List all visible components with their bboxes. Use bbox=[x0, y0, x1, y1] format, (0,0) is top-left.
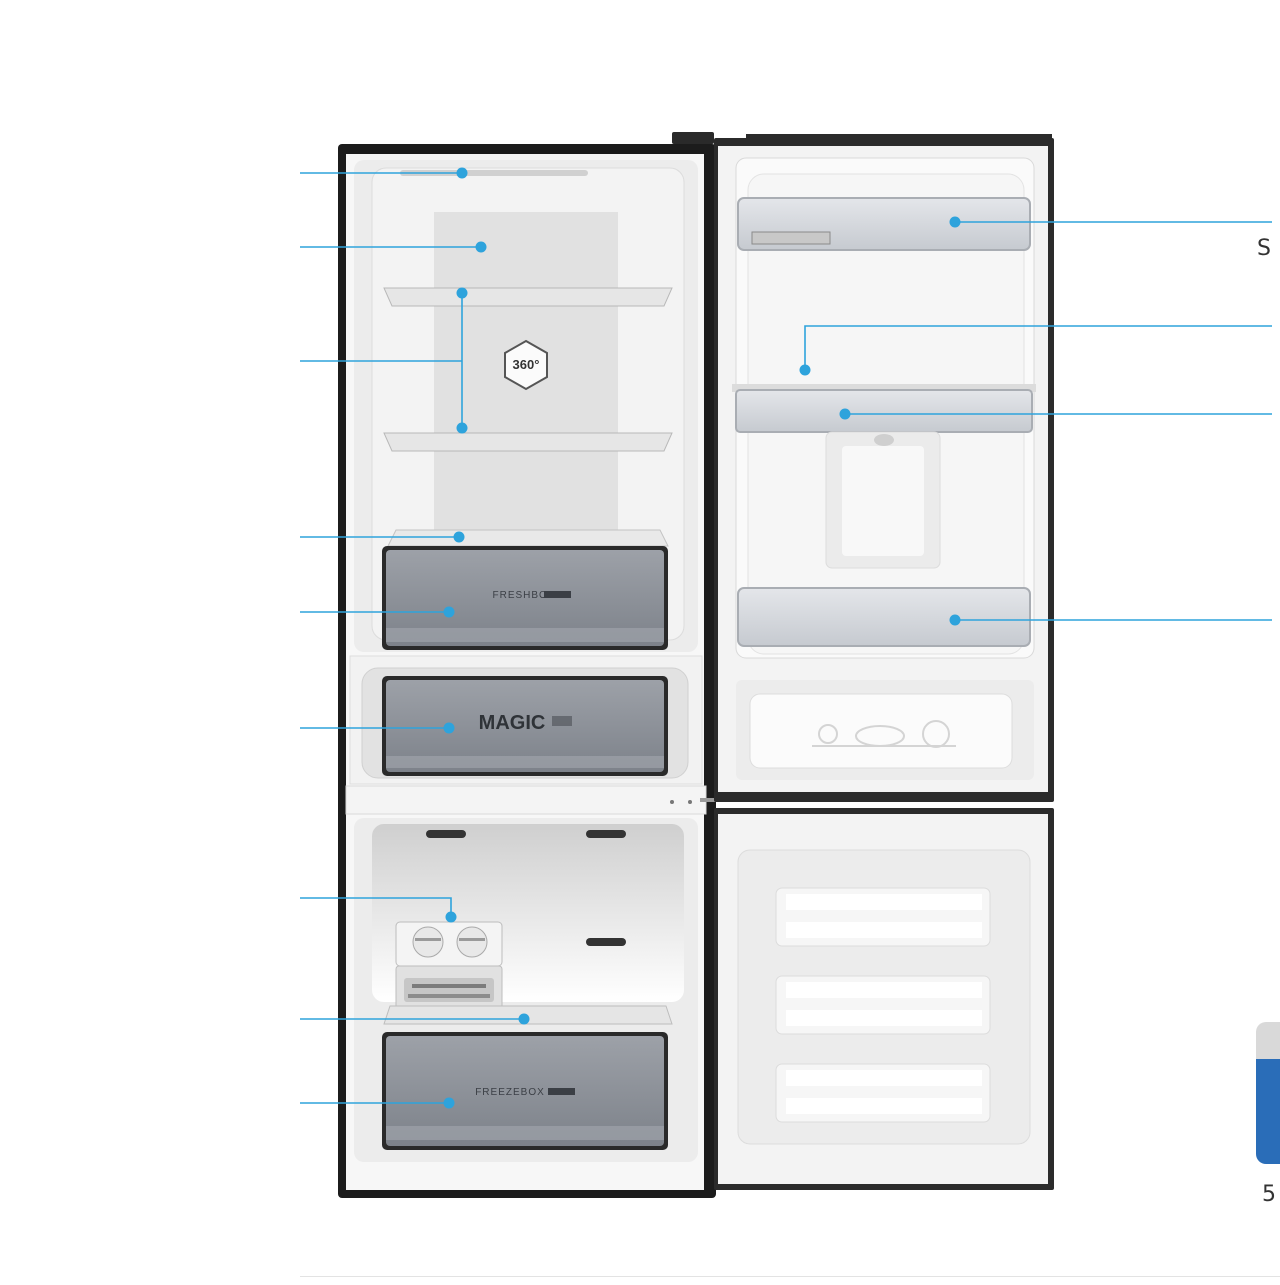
callout-dot-left-7 bbox=[445, 911, 457, 923]
freezebox-label: FREEZEBOX bbox=[475, 1087, 545, 1098]
edge-text-right-top: S bbox=[1257, 236, 1271, 261]
callout-dot-left-3b bbox=[456, 422, 468, 434]
magic-label: MAGIC bbox=[479, 712, 546, 734]
corner-badge bbox=[1256, 1022, 1280, 1164]
glass-shelf-upper bbox=[383, 287, 673, 307]
food-icons bbox=[736, 680, 1034, 780]
callout-dot-left-5 bbox=[443, 606, 455, 618]
cooling-360-icon: 360° bbox=[504, 339, 548, 391]
edge-text-right-bottom: 5 bbox=[1262, 1182, 1276, 1207]
door-bin-middle bbox=[732, 384, 1036, 433]
freezebox-drawer: FREEZEBOX bbox=[382, 1032, 668, 1150]
callout-dot-left-8 bbox=[518, 1013, 530, 1025]
callout-dot-left-3a bbox=[456, 287, 468, 299]
callout-dot-right-1 bbox=[949, 216, 961, 228]
water-dispenser bbox=[825, 431, 941, 569]
door-bin-top bbox=[737, 197, 1031, 251]
freshbox-drawer: FRESHBOX bbox=[382, 546, 668, 650]
callout-line-left-7 bbox=[300, 897, 452, 917]
callout-dot-left-2 bbox=[475, 241, 487, 253]
bottom-rule bbox=[300, 1276, 1280, 1277]
callout-line-right-2 bbox=[804, 325, 1272, 370]
callout-dot-right-4 bbox=[949, 614, 961, 626]
callout-dot-left-9 bbox=[443, 1097, 455, 1109]
freshbox-label: FRESHBOX bbox=[492, 590, 555, 601]
fridge-door bbox=[714, 134, 1054, 1190]
callout-dot-right-2 bbox=[799, 364, 811, 376]
callout-dot-left-6 bbox=[443, 722, 455, 734]
crisper-cover bbox=[387, 529, 669, 547]
callout-lines bbox=[300, 172, 1272, 1104]
callout-dot-left-4 bbox=[453, 531, 465, 543]
door-bin-bottom bbox=[737, 587, 1031, 647]
callout-dots bbox=[443, 167, 961, 1109]
fridge-cabinet: 360° FRESHBOX MAGIC bbox=[338, 132, 734, 1198]
callout-dot-left-1 bbox=[456, 167, 468, 179]
glass-shelf-lower bbox=[383, 432, 673, 452]
magic-drawer: MAGIC bbox=[349, 655, 703, 785]
ice-tray-icon bbox=[395, 921, 503, 1011]
cooling-badge-label: 360° bbox=[513, 357, 540, 372]
freezer-door bbox=[714, 808, 1054, 1190]
callout-dot-right-3 bbox=[839, 408, 851, 420]
